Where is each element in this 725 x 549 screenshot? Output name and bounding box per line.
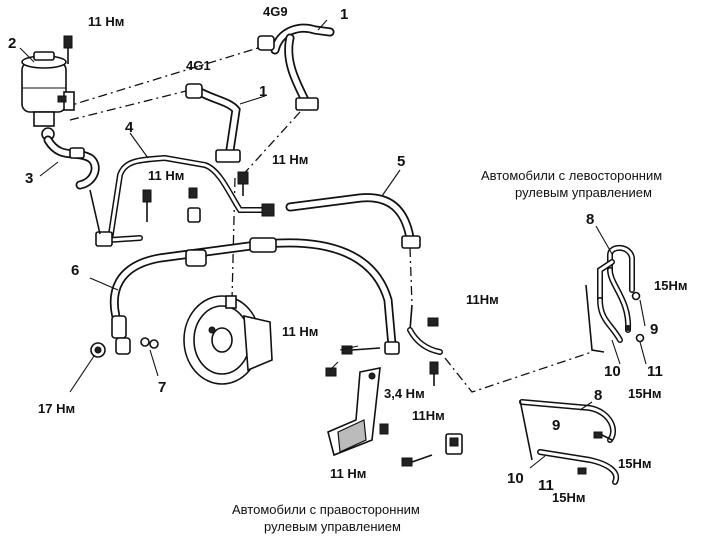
engine-label-4g1: 4G1: [186, 58, 211, 73]
bolt-pipe5: [237, 171, 249, 196]
callout-8-upper: 8: [586, 211, 594, 228]
bracket-rhd: [327, 367, 381, 457]
leader-lines: [19, 19, 647, 469]
torque-17nm: 17 Нм: [38, 401, 75, 416]
lhd-pipe-bundle-upper: [585, 244, 645, 353]
bolt-rhd-upper: [379, 423, 389, 435]
caption-rhd-line1: Автомобили с правосторонним: [232, 502, 420, 517]
callout-8-lower: 8: [594, 387, 602, 404]
clamp-4g9: [257, 35, 275, 51]
reservoir-bolt: [63, 35, 73, 64]
callout-9-upper: 9: [650, 321, 658, 338]
callout-2: 2: [8, 35, 16, 52]
torque-15nm-lower-a: 15Нм: [618, 456, 651, 471]
torque-11nm-rhd-a: 11Нм: [412, 408, 445, 423]
callout-4: 4: [125, 119, 134, 136]
callout-1-4g1: 1: [259, 83, 267, 100]
callout-7: 7: [158, 379, 166, 396]
callout-10-upper: 10: [604, 363, 621, 380]
callout-1-4g9: 1: [340, 6, 348, 23]
clamp-4g1: [185, 83, 203, 99]
torque-11nm-rhd-b: 11 Нм: [330, 466, 366, 481]
engine-label-4g9: 4G9: [263, 4, 288, 19]
callout-6: 6: [71, 262, 79, 279]
bolt-34nm: [429, 361, 439, 386]
power-steering-pump: [183, 295, 273, 385]
torque-15nm-upper-a: 15Нм: [654, 278, 687, 293]
reservoir: [21, 51, 75, 141]
torque-reservoir: 11 Нм: [88, 14, 124, 29]
ref-line-lhd: [444, 351, 593, 393]
hose-5-end: [407, 304, 443, 355]
torque-34nm: 3,4 Нм: [384, 386, 425, 401]
ref-line-reservoir: [61, 47, 259, 109]
caption-lhd-line1: Автомобили с левосторонним: [481, 168, 662, 183]
fitting-17nm: [90, 342, 106, 358]
torque-bracket: 11 Нм: [148, 168, 184, 183]
fitting-7: [140, 337, 159, 349]
ref-line-reservoir-4g1: [69, 89, 191, 121]
clamp-hose1: [295, 97, 319, 111]
torque-pump: 11 Нм: [282, 324, 318, 339]
callout-3: 3: [25, 170, 33, 187]
small-bracket-rhd: [445, 433, 463, 455]
torque-mid: 11 Нм: [272, 152, 308, 167]
bolt-rhd-lower: [401, 454, 433, 467]
callout-9-lower: 9: [552, 417, 560, 434]
ref-line-hose5: [409, 247, 413, 306]
clamp-hose1-lower: [215, 149, 241, 163]
callout-10-lower: 10: [507, 470, 524, 487]
pipe-4: [107, 154, 265, 243]
callout-5: 5: [397, 153, 405, 170]
torque-right: 11Нм: [466, 292, 499, 307]
caption-rhd-line2: рулевым управлением: [264, 519, 401, 534]
torque-15nm-lower-b: 15Нм: [552, 490, 585, 505]
bolt-bracket: [142, 189, 152, 222]
bolt-mid: [187, 187, 201, 223]
callout-11-lower: 11: [538, 477, 554, 494]
hose-6-end-fitting: [384, 341, 400, 355]
torque-15nm-upper-b: 15Нм: [628, 386, 661, 401]
caption-lhd-line2: рулевым управлением: [515, 185, 652, 200]
ref-line-return: [239, 111, 301, 179]
callout-11-upper: 11: [647, 363, 663, 380]
lhd-pipe-bundle-lower: [519, 399, 620, 485]
